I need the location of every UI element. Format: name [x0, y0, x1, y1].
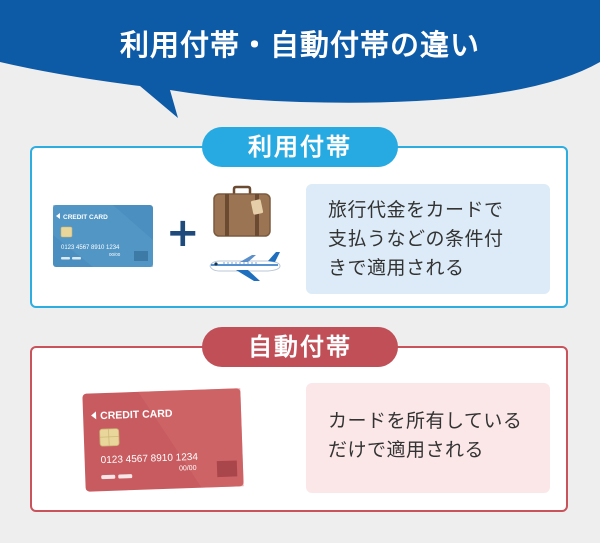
- suitcase-icon: [213, 185, 271, 237]
- usage-description-line: 支払うなどの条件付: [328, 228, 504, 250]
- auto-description-line: だけで適用される: [328, 439, 485, 461]
- auto-card-brand: CREDIT CARD: [100, 408, 173, 423]
- chip-icon: [60, 226, 73, 238]
- auto-card-number: 0123 4567 8910 1234: [100, 452, 198, 466]
- title-banner: [0, 0, 600, 118]
- airplane-icon: [209, 252, 281, 281]
- auto-label: 自動付帯: [202, 327, 398, 367]
- plus-sign: +: [166, 210, 200, 256]
- page-title: 利用付帯・自動付帯の違い: [119, 28, 480, 62]
- credit-card-blue-icon: CREDIT CARD 0123 4567 8910 1234 00/00: [53, 205, 153, 267]
- usage-description-line: きで適用される: [328, 257, 465, 279]
- usage-description: 旅行代金をカードで 支払うなどの条件付 きで適用される: [306, 184, 550, 294]
- usage-card-expiry: 00/00: [109, 252, 121, 257]
- usage-description-line: 旅行代金をカードで: [328, 199, 504, 221]
- credit-card-red-icon: CREDIT CARD 0123 4567 8910 1234 00/00: [82, 388, 244, 492]
- chip-icon: [99, 428, 120, 447]
- usage-label: 利用付帯: [202, 127, 398, 167]
- auto-description-line: カードを所有している: [328, 410, 523, 432]
- auto-description: カードを所有している だけで適用される: [306, 383, 550, 493]
- card-arrow-icon: [91, 411, 97, 420]
- usage-card-brand: CREDIT CARD: [63, 214, 108, 221]
- card-arrow-icon: [56, 213, 60, 219]
- auto-card-expiry: 00/00: [179, 465, 197, 473]
- usage-card-number: 0123 4567 8910 1234: [61, 245, 120, 251]
